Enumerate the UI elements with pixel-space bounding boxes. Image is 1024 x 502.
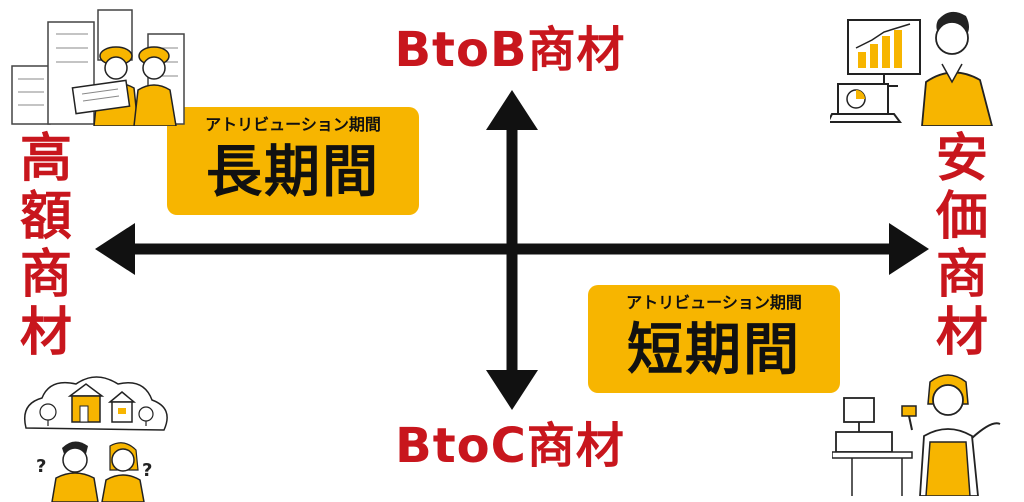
- arrow-down-head: [486, 370, 538, 410]
- period-box-long: アトリビューション期間 長期間: [167, 107, 419, 215]
- axis-label-top: BtoB商材: [394, 22, 626, 78]
- construction-workers-illustration: [8, 4, 188, 126]
- businessman-icon: [921, 11, 993, 126]
- cash-register-icon: [832, 397, 913, 496]
- cashier-icon: [919, 374, 1001, 496]
- arrow-up-head: [486, 90, 538, 130]
- barcode-scanner-icon: [901, 405, 917, 431]
- arrow-right-head: [889, 223, 929, 275]
- period-main-label: 短期間: [627, 318, 801, 383]
- period-main-label: 長期間: [206, 140, 380, 205]
- bar-chart-icon: [855, 23, 911, 68]
- house-icon: [107, 391, 137, 423]
- woman-icon: [101, 442, 145, 502]
- arrow-left-head: [95, 223, 135, 275]
- worker-icon: [133, 46, 177, 126]
- axis-label-right: 安価商材: [935, 129, 988, 363]
- laptop-icon: [830, 83, 902, 123]
- blueprint-icon: [71, 79, 131, 115]
- axis-label-left: 高額商材: [19, 129, 72, 363]
- businessman-monitor-illustration: [830, 2, 1020, 126]
- couple-houses-illustration: ? ?: [14, 368, 184, 502]
- axis-label-bottom: BtoC商材: [395, 418, 625, 474]
- period-sub-label: アトリビューション期間: [626, 293, 802, 312]
- period-sub-label: アトリビューション期間: [205, 115, 381, 134]
- question-mark-icon: ?: [36, 456, 46, 477]
- cashier-illustration: [832, 364, 1012, 496]
- house-icon: [67, 383, 105, 423]
- man-icon: [51, 441, 99, 502]
- tree-icon: [39, 403, 154, 426]
- period-box-short: アトリビューション期間 短期間: [588, 285, 840, 393]
- question-mark-icon: ?: [142, 460, 152, 481]
